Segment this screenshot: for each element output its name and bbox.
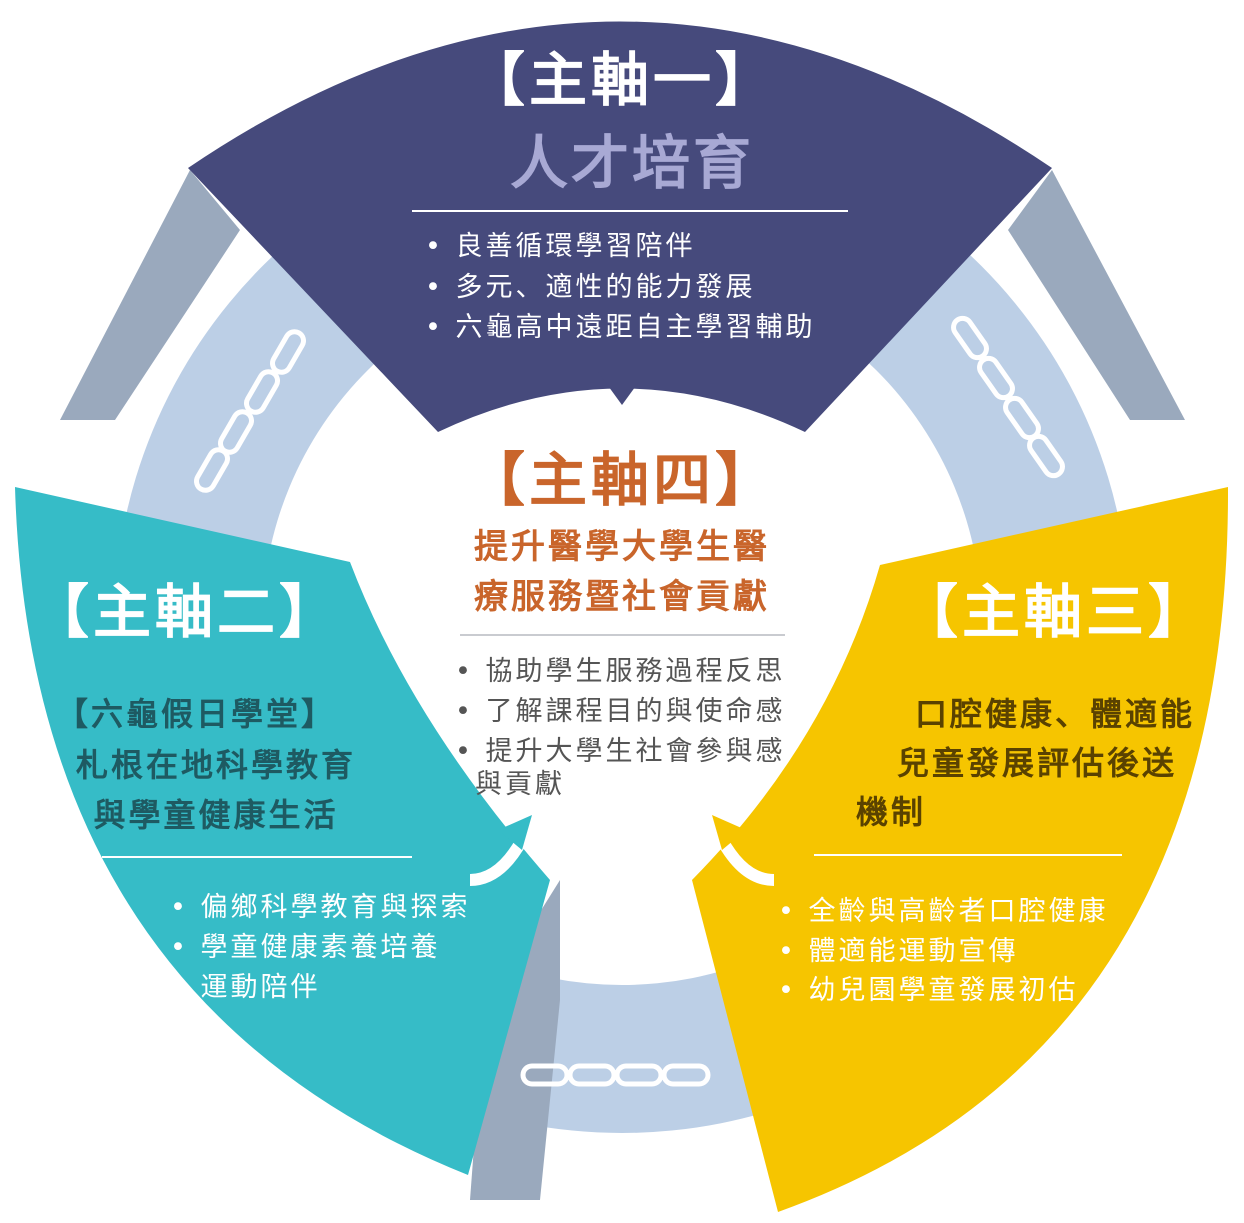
axis2-heading: 【主軸二】 xyxy=(31,578,341,646)
axis2-subtitle-line: 與學童健康生活 xyxy=(93,796,338,834)
axis3-subtitle-line: 口腔健康、體適能 xyxy=(915,695,1195,733)
axis4-heading: 【主軸四】 xyxy=(467,446,777,514)
axis2-subtitle-line: 札根在地科學教育 xyxy=(76,746,356,784)
axis4-bullet: • 了解課程目的與使命感 xyxy=(455,696,786,727)
curved-arrow-icon xyxy=(712,815,746,850)
axis3-bullet: • 幼兒園學童發展初估 xyxy=(778,975,1079,1006)
axis3-bullet: • 體適能運動宣傳 xyxy=(778,936,1019,967)
axis1-segment xyxy=(188,21,1052,432)
curved-arrow-icon xyxy=(469,837,528,886)
axis4-subtitle-line: 提升醫學大學生醫 xyxy=(474,527,770,567)
axis2-subtitle-line: 【六龜假日學堂】 xyxy=(56,695,336,733)
axis2-bullet: • 運動陪伴 xyxy=(170,972,321,1003)
axis3-bullet: • 全齡與高齡者口腔健康 xyxy=(778,896,1109,927)
axis1-bullet: • 良善循環學習陪伴 xyxy=(425,231,696,262)
axis4-bullet: • 提升大學生社會參與感 xyxy=(455,736,786,767)
axis1-bullet: • 多元、適性的能力發展 xyxy=(425,272,756,303)
axis4-bullet: • 協助學生服務過程反思 xyxy=(455,656,786,687)
axis1-subtitle: 人才培育 xyxy=(510,129,754,197)
axis4-bullet-cont: 與貢獻 xyxy=(475,769,565,800)
down-arrow-icon xyxy=(598,372,646,405)
axis2-bullet: • 學童健康素養培養 xyxy=(170,932,441,963)
axis3-subtitle-line: 兒童發展評估後送 xyxy=(897,744,1177,782)
axis4-subtitle-line: 療服務暨社會貢獻 xyxy=(474,577,770,617)
axis3-subtitle-line: 機制 xyxy=(856,793,926,831)
curved-arrow-icon xyxy=(716,837,775,886)
axis1-heading: 【主軸一】 xyxy=(467,46,777,114)
axis2-segment xyxy=(15,487,550,1175)
axis3-heading: 【主軸三】 xyxy=(900,578,1210,646)
curved-arrow-icon xyxy=(498,815,532,850)
axis1-bullet: • 六龜高中遠距自主學習輔助 xyxy=(425,312,816,343)
axis2-bullet: • 偏鄉科學教育與探索 xyxy=(170,892,471,923)
axis3-segment xyxy=(692,487,1229,1212)
